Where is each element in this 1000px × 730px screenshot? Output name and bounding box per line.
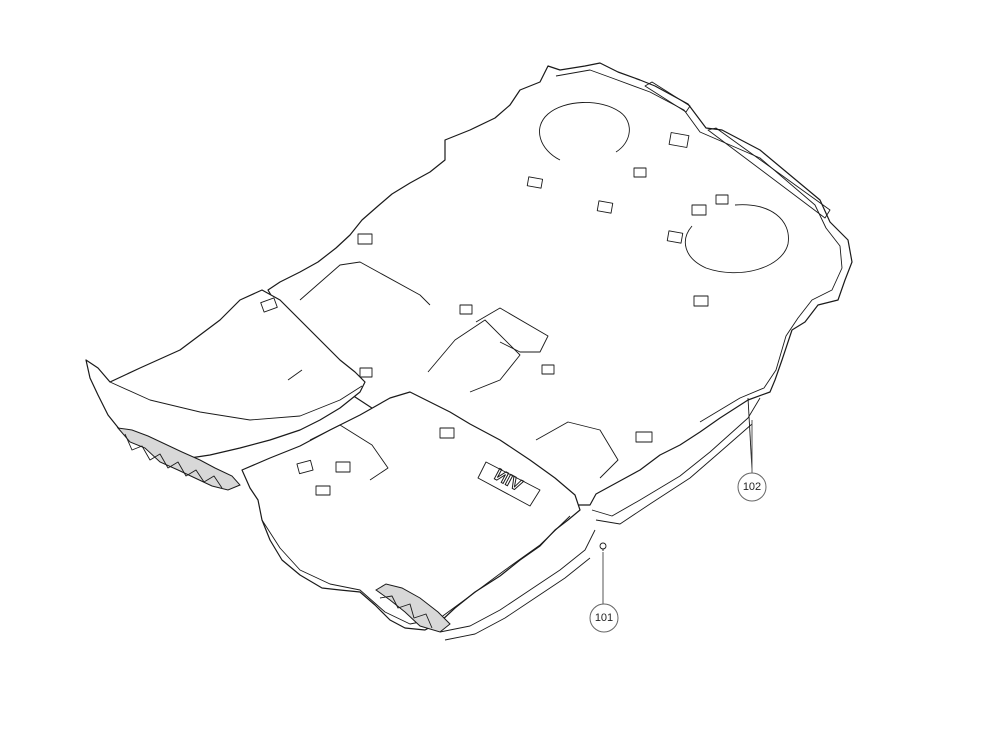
- speaker-cutout-left: [539, 102, 630, 161]
- callout-102-label: 102: [743, 481, 761, 493]
- callout-101-label: 101: [595, 612, 613, 624]
- front-carpet-panel: [85, 289, 373, 491]
- callout-101: 101: [589, 552, 619, 633]
- clip-part: [599, 542, 607, 551]
- speaker-cutout-right: [684, 204, 789, 274]
- middle-carpet-panel: VIN: [241, 304, 596, 641]
- callout-102: 102: [737, 420, 767, 502]
